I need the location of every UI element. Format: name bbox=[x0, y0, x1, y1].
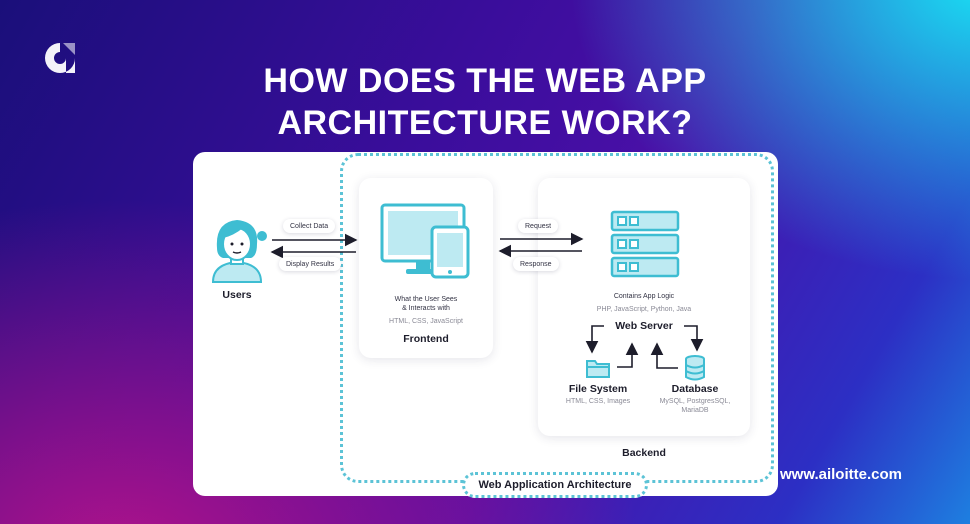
database-tech-line1: MySQL, PostgresSQL, bbox=[659, 398, 731, 405]
database-icon bbox=[685, 355, 705, 381]
frontend-desc-line2: & Interacts with bbox=[402, 305, 450, 312]
page-title: HOW DOES THE WEB APP ARCHITECTURE WORK? bbox=[0, 60, 970, 144]
response-label: Response bbox=[513, 257, 559, 271]
title-line-2: ARCHITECTURE WORK? bbox=[277, 104, 693, 142]
database-tech-line2: MariaDB bbox=[681, 407, 709, 414]
file-system-label: File System bbox=[568, 383, 628, 395]
file-system-tech: HTML, CSS, Images bbox=[565, 398, 631, 405]
user-avatar-icon bbox=[211, 220, 267, 283]
frontend-tech: HTML, CSS, JavaScript bbox=[389, 318, 463, 325]
frontend-desc-line1: What the User Sees bbox=[394, 296, 458, 303]
backend-tech: PHP, JavaScript, Python, Java bbox=[596, 306, 692, 313]
backend-label: Backend bbox=[622, 447, 666, 459]
collect-data-label: Collect Data bbox=[283, 219, 336, 233]
web-app-architecture-label: Web Application Architecture bbox=[462, 472, 648, 498]
server-rack-icon bbox=[610, 210, 680, 278]
request-label: Request bbox=[518, 219, 559, 233]
website-link[interactable]: www.ailoitte.com bbox=[780, 466, 902, 483]
users-label: Users bbox=[222, 289, 252, 301]
display-results-label: Display Results bbox=[279, 257, 342, 271]
folder-icon bbox=[586, 360, 610, 378]
monitor-tablet-icon bbox=[380, 203, 470, 279]
web-server-label: Web Server bbox=[615, 320, 673, 332]
backend-desc: Contains App Logic bbox=[613, 293, 675, 300]
title-line-1: HOW DOES THE WEB APP bbox=[263, 62, 707, 100]
frontend-label: Frontend bbox=[403, 333, 449, 345]
database-label: Database bbox=[671, 383, 719, 395]
ailoitte-logo-icon bbox=[45, 43, 75, 73]
